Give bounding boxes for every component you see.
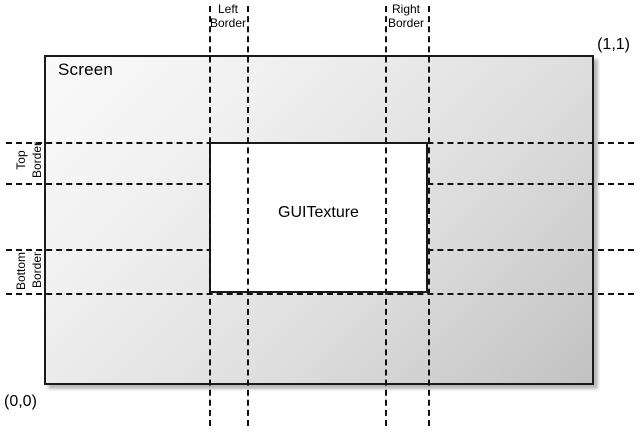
screen-label: Screen: [58, 60, 114, 79]
left-border-label: Left Border: [183, 2, 273, 30]
right-border-label-line2: Border: [387, 16, 425, 30]
bottom-border-label-line1: Bottom: [14, 252, 28, 291]
guide-line-bottom-border-outer: [6, 293, 634, 295]
top-border-label-line1: Top: [14, 150, 28, 170]
top-border-label-line2: Border: [30, 141, 44, 179]
guitexture-rectangle: [209, 142, 428, 293]
guide-line-right-border-outer: [428, 6, 430, 426]
left-border-label-line1: Left: [217, 2, 238, 16]
coordinate-label-bottom-left: (0,0): [4, 393, 37, 410]
guide-line-right-border-inner: [385, 6, 387, 426]
guide-line-left-border-inner: [247, 6, 249, 426]
coordinate-label-top-right: (1,1): [597, 36, 630, 53]
guide-line-left-border-outer: [209, 6, 211, 426]
right-border-label: Right Border: [361, 2, 451, 30]
right-border-label-line1: Right: [391, 2, 420, 16]
left-border-label-line2: Border: [209, 16, 247, 30]
guitexture-label: GUITexture: [278, 204, 359, 221]
bottom-border-label-line2: Border: [30, 251, 44, 289]
